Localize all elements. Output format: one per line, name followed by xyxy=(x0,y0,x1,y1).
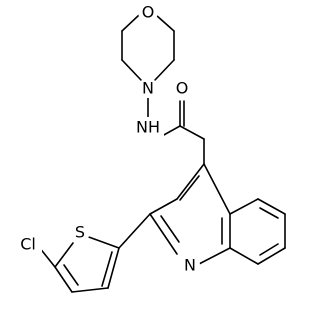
chlorine-atom: Cl xyxy=(14,233,42,255)
label-background xyxy=(138,78,158,98)
atom-label: NH xyxy=(136,118,160,137)
bond xyxy=(259,243,279,256)
thiophene-sulfur-atom: S xyxy=(70,222,90,242)
label-background xyxy=(180,255,200,275)
bond xyxy=(229,247,259,265)
bond xyxy=(118,213,151,249)
bond xyxy=(71,287,109,293)
bond xyxy=(257,247,286,265)
morpholine-nitrogen-atom: N xyxy=(138,78,158,98)
bond xyxy=(259,207,279,219)
bond xyxy=(155,14,175,32)
bond xyxy=(161,125,181,137)
bond xyxy=(121,59,142,81)
morpholine-oxygen-atom: O xyxy=(138,2,158,22)
bond xyxy=(203,163,231,215)
bond xyxy=(149,198,178,215)
bond xyxy=(257,198,286,215)
atom-label: N xyxy=(184,256,196,275)
bond xyxy=(107,247,120,289)
label-background xyxy=(14,233,42,255)
chemical-structure-diagram: O N NH O N S Cl xyxy=(14,2,286,293)
bond xyxy=(85,235,120,249)
atom-label: O xyxy=(176,79,189,98)
label-background xyxy=(132,117,164,139)
quinoline-nitrogen-atom: N xyxy=(180,255,200,275)
bond xyxy=(63,264,79,286)
amide-nitrogen-atom: NH xyxy=(132,117,164,139)
carbonyl-oxygen-atom: O xyxy=(172,78,192,98)
bonds xyxy=(38,14,286,293)
atom-label: Cl xyxy=(20,235,36,254)
bond xyxy=(229,198,259,215)
bond xyxy=(121,14,140,32)
bond xyxy=(154,59,175,81)
atom-labels: O N NH O N S Cl xyxy=(14,2,200,275)
bond xyxy=(179,175,200,201)
label-background xyxy=(172,78,192,98)
atom-label: O xyxy=(142,3,155,22)
bond xyxy=(160,215,180,243)
bond xyxy=(198,247,231,265)
bond xyxy=(176,163,205,200)
bond xyxy=(101,251,113,287)
label-background xyxy=(138,2,158,22)
bond xyxy=(54,242,74,268)
atom-label: N xyxy=(142,79,154,98)
bond xyxy=(149,213,178,255)
label-background xyxy=(70,222,90,242)
bond xyxy=(179,125,205,140)
atom-label: S xyxy=(75,223,85,242)
bond xyxy=(54,266,73,293)
